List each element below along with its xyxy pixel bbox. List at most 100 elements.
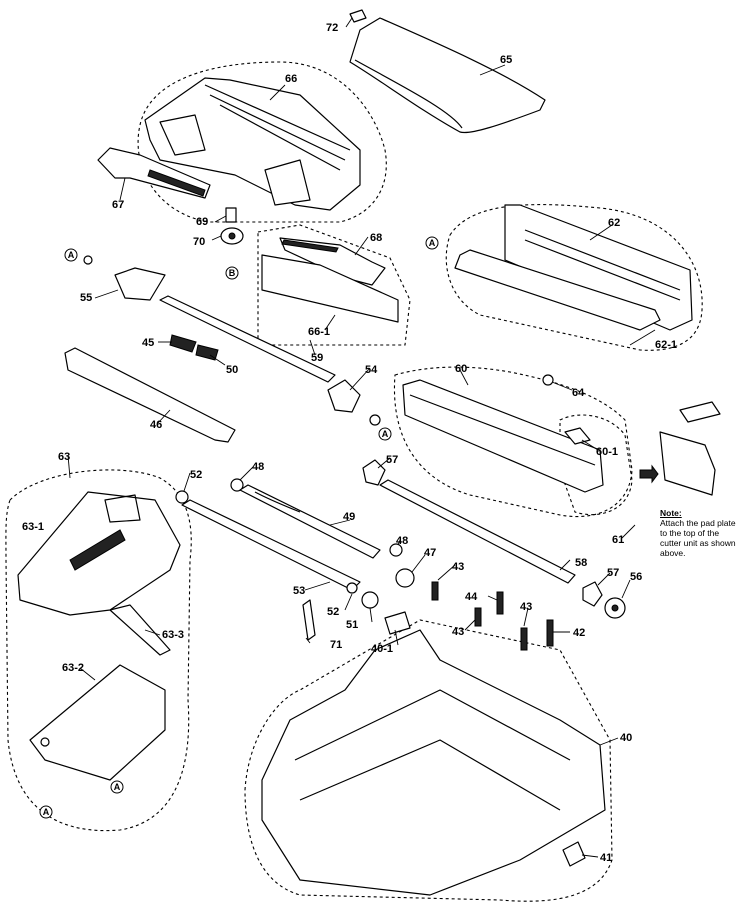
ref-marker-a-2: A [425, 236, 439, 250]
part-53-shaft [181, 499, 361, 591]
part-44-spring [496, 591, 504, 615]
callout-52-bottom: 52 [327, 606, 339, 618]
callout-65: 65 [500, 54, 512, 66]
callout-43-a: 43 [452, 561, 464, 573]
callout-43-c: 43 [520, 601, 532, 613]
callout-63-1: 63-1 [22, 521, 44, 533]
callout-62-1: 62-1 [655, 339, 677, 351]
part-52-ring-b [346, 582, 358, 594]
note-title: Note: [660, 508, 682, 518]
svg-text:A: A [429, 238, 436, 248]
part-41-clip [562, 841, 586, 867]
callout-53: 53 [293, 585, 305, 597]
part-45-springs [169, 334, 197, 353]
group-outline-62 [445, 204, 703, 351]
ref-marker-a-3: A [378, 427, 392, 441]
callout-51: 51 [346, 619, 358, 631]
part-48-ring-b [389, 543, 403, 557]
part-68-rack [281, 239, 339, 253]
leader-lines [67, 17, 656, 858]
callout-40-1: 40-1 [371, 643, 393, 655]
part-51-gear [361, 591, 379, 609]
part-57-bearing-a [362, 459, 386, 486]
part-43-spring-a [431, 581, 439, 601]
svg-text:A: A [114, 782, 121, 792]
part-64-screw [542, 374, 554, 386]
part-55-screw [83, 255, 93, 265]
part-67-teeth [147, 169, 206, 197]
part-63-1-ribs [69, 529, 126, 571]
callout-62: 62 [608, 217, 620, 229]
part-47-gear [395, 568, 415, 588]
cutter-note: Note: Attach the pad plate to the top of… [660, 508, 736, 558]
callout-54: 54 [365, 364, 378, 376]
part-43-spring-b [474, 607, 482, 627]
group-outline-66 [137, 61, 387, 223]
part-60-housing [402, 379, 604, 493]
callout-46: 46 [150, 419, 162, 431]
part-59-bar [159, 295, 336, 383]
part-68-lever [279, 237, 386, 286]
part-66-ribs [204, 84, 351, 171]
svg-text:A: A [382, 429, 389, 439]
ref-marker-a-4: A [110, 780, 124, 794]
callout-40: 40 [620, 732, 632, 744]
part-55-bracket [114, 267, 166, 301]
callout-71: 71 [330, 639, 342, 651]
group-outline-63 [5, 469, 192, 832]
note-illustration-unit [659, 431, 716, 496]
callout-57-top: 57 [386, 454, 398, 466]
callout-60-1: 60-1 [596, 446, 618, 458]
callout-64: 64 [572, 387, 585, 399]
callout-56: 56 [630, 571, 642, 583]
part-40-1-pad [384, 611, 411, 635]
note-arrow-icon [639, 464, 659, 484]
callout-69: 69 [196, 216, 208, 228]
part-56-hub [611, 604, 619, 612]
part-46-guide [64, 347, 236, 443]
part-60-inner [409, 394, 596, 466]
callout-49: 49 [343, 511, 355, 523]
svg-text:B: B [229, 268, 236, 278]
ref-marker-a-1: A [64, 248, 78, 262]
group-outline-40 [244, 619, 613, 902]
part-63-2-screw [40, 737, 50, 747]
callout-68: 68 [370, 232, 382, 244]
callout-43-b: 43 [452, 626, 464, 638]
part-65-cover [349, 17, 546, 134]
group-outline-66-1 [257, 224, 411, 346]
part-63-3-arm [109, 604, 171, 656]
part-65-edge [354, 59, 463, 129]
part-66-cover [144, 77, 361, 211]
group-outline-60-1 [559, 414, 633, 516]
part-49-roller [239, 484, 381, 559]
part-62-cutter-body [504, 204, 693, 331]
part-48-ring-a [230, 478, 244, 492]
part-52-ring-a [175, 490, 189, 504]
callout-50: 50 [226, 364, 238, 376]
callout-67: 67 [112, 199, 124, 211]
callout-63: 63 [58, 451, 70, 463]
part-66-flap-right [264, 159, 311, 206]
ref-marker-b: B [225, 266, 239, 280]
svg-text:A: A [68, 250, 75, 260]
callout-57-right: 57 [607, 567, 619, 579]
part-49-roller-core [254, 491, 301, 513]
callout-44: 44 [465, 591, 478, 603]
callout-66: 66 [285, 73, 297, 85]
part-43-spring-c [520, 627, 528, 651]
callout-60: 60 [455, 363, 467, 375]
callout-42: 42 [573, 627, 585, 639]
part-62-1-blade [454, 249, 661, 331]
callout-61: 61 [612, 534, 624, 546]
part-69-spring [225, 207, 237, 223]
callout-55: 55 [80, 292, 92, 304]
callout-52-top: 52 [190, 469, 202, 481]
part-57-bearing-b [582, 581, 603, 607]
note-body: Attach the pad plate to the top of the c… [660, 518, 736, 558]
callout-72: 72 [326, 22, 338, 34]
callout-41: 41 [600, 852, 612, 864]
svg-text:A: A [43, 807, 50, 817]
part-40-frame-inner [294, 689, 571, 811]
